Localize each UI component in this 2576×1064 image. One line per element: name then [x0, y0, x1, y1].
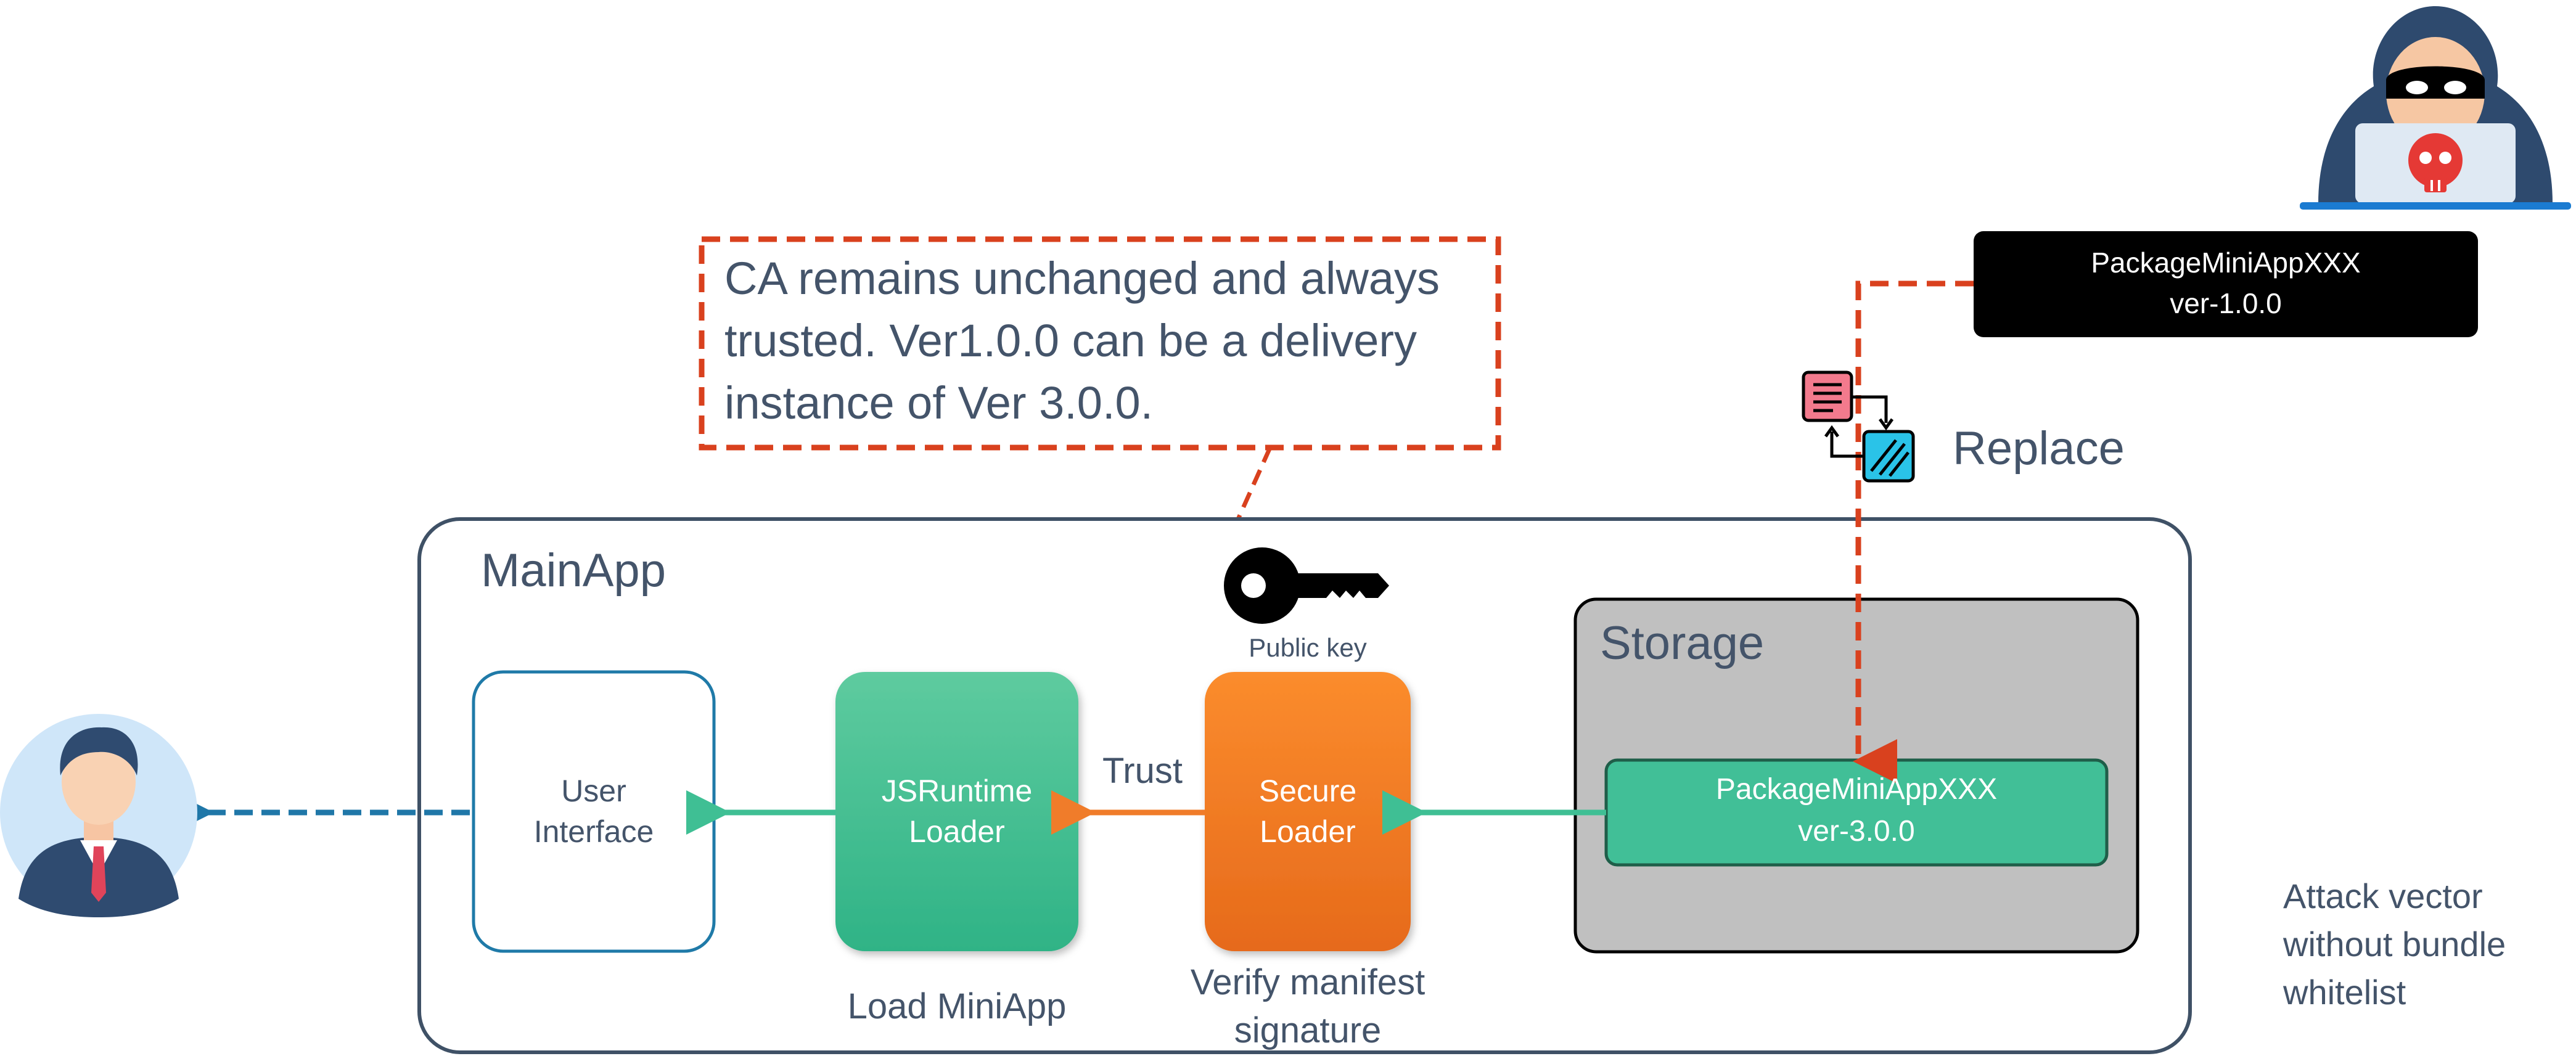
storage-package-version: ver-3.0.0 — [1798, 815, 1915, 848]
jsruntime-loader-box — [835, 672, 1078, 951]
hacker-icon — [2300, 6, 2571, 210]
replace-files-icon — [1802, 370, 1915, 483]
trust-label: Trust — [1102, 751, 1183, 791]
user-interface-label-1: User — [561, 774, 626, 808]
replace-path — [1853, 280, 1974, 784]
secure-loader-label-1: Secure — [1258, 774, 1357, 808]
callout-frame — [699, 236, 1501, 451]
note-line-2: without bundle — [2283, 925, 2506, 964]
secure-loader-box — [1205, 672, 1411, 951]
key-icon — [1224, 547, 1389, 624]
verify-label-1: Verify manifest — [1190, 962, 1425, 1002]
user-interface-label-2: Interface — [533, 814, 654, 849]
callout-line-2: trusted. Ver1.0.0 can be a delivery — [724, 315, 1417, 366]
storage-title: Storage — [1600, 617, 1765, 669]
user-avatar-icon — [0, 714, 197, 917]
replace-label: Replace — [1953, 422, 2125, 475]
verify-label-2: signature — [1234, 1010, 1382, 1050]
skull-icon — [2408, 133, 2463, 192]
mainapp-title: MainApp — [481, 544, 666, 597]
note-line-1: Attack vector — [2283, 877, 2483, 915]
attacker-package-version: ver-1.0.0 — [2170, 287, 2282, 319]
public-key-label: Public key — [1249, 633, 1367, 662]
note-line-3: whitelist — [2283, 973, 2406, 1012]
storage-package-name: PackageMiniAppXXX — [1715, 773, 1998, 806]
secure-loader-label-2: Loader — [1260, 814, 1356, 849]
load-miniapp-label: Load MiniApp — [847, 986, 1067, 1026]
callout-line-3: instance of Ver 3.0.0. — [724, 377, 1154, 428]
callout-line-1: CA remains unchanged and always — [724, 253, 1440, 304]
attacker-package-box — [1974, 231, 2478, 337]
jsruntime-loader-label-1: JSRuntime — [881, 774, 1033, 808]
jsruntime-loader-label-2: Loader — [909, 814, 1005, 849]
attacker-package-name: PackageMiniAppXXX — [2091, 247, 2361, 279]
